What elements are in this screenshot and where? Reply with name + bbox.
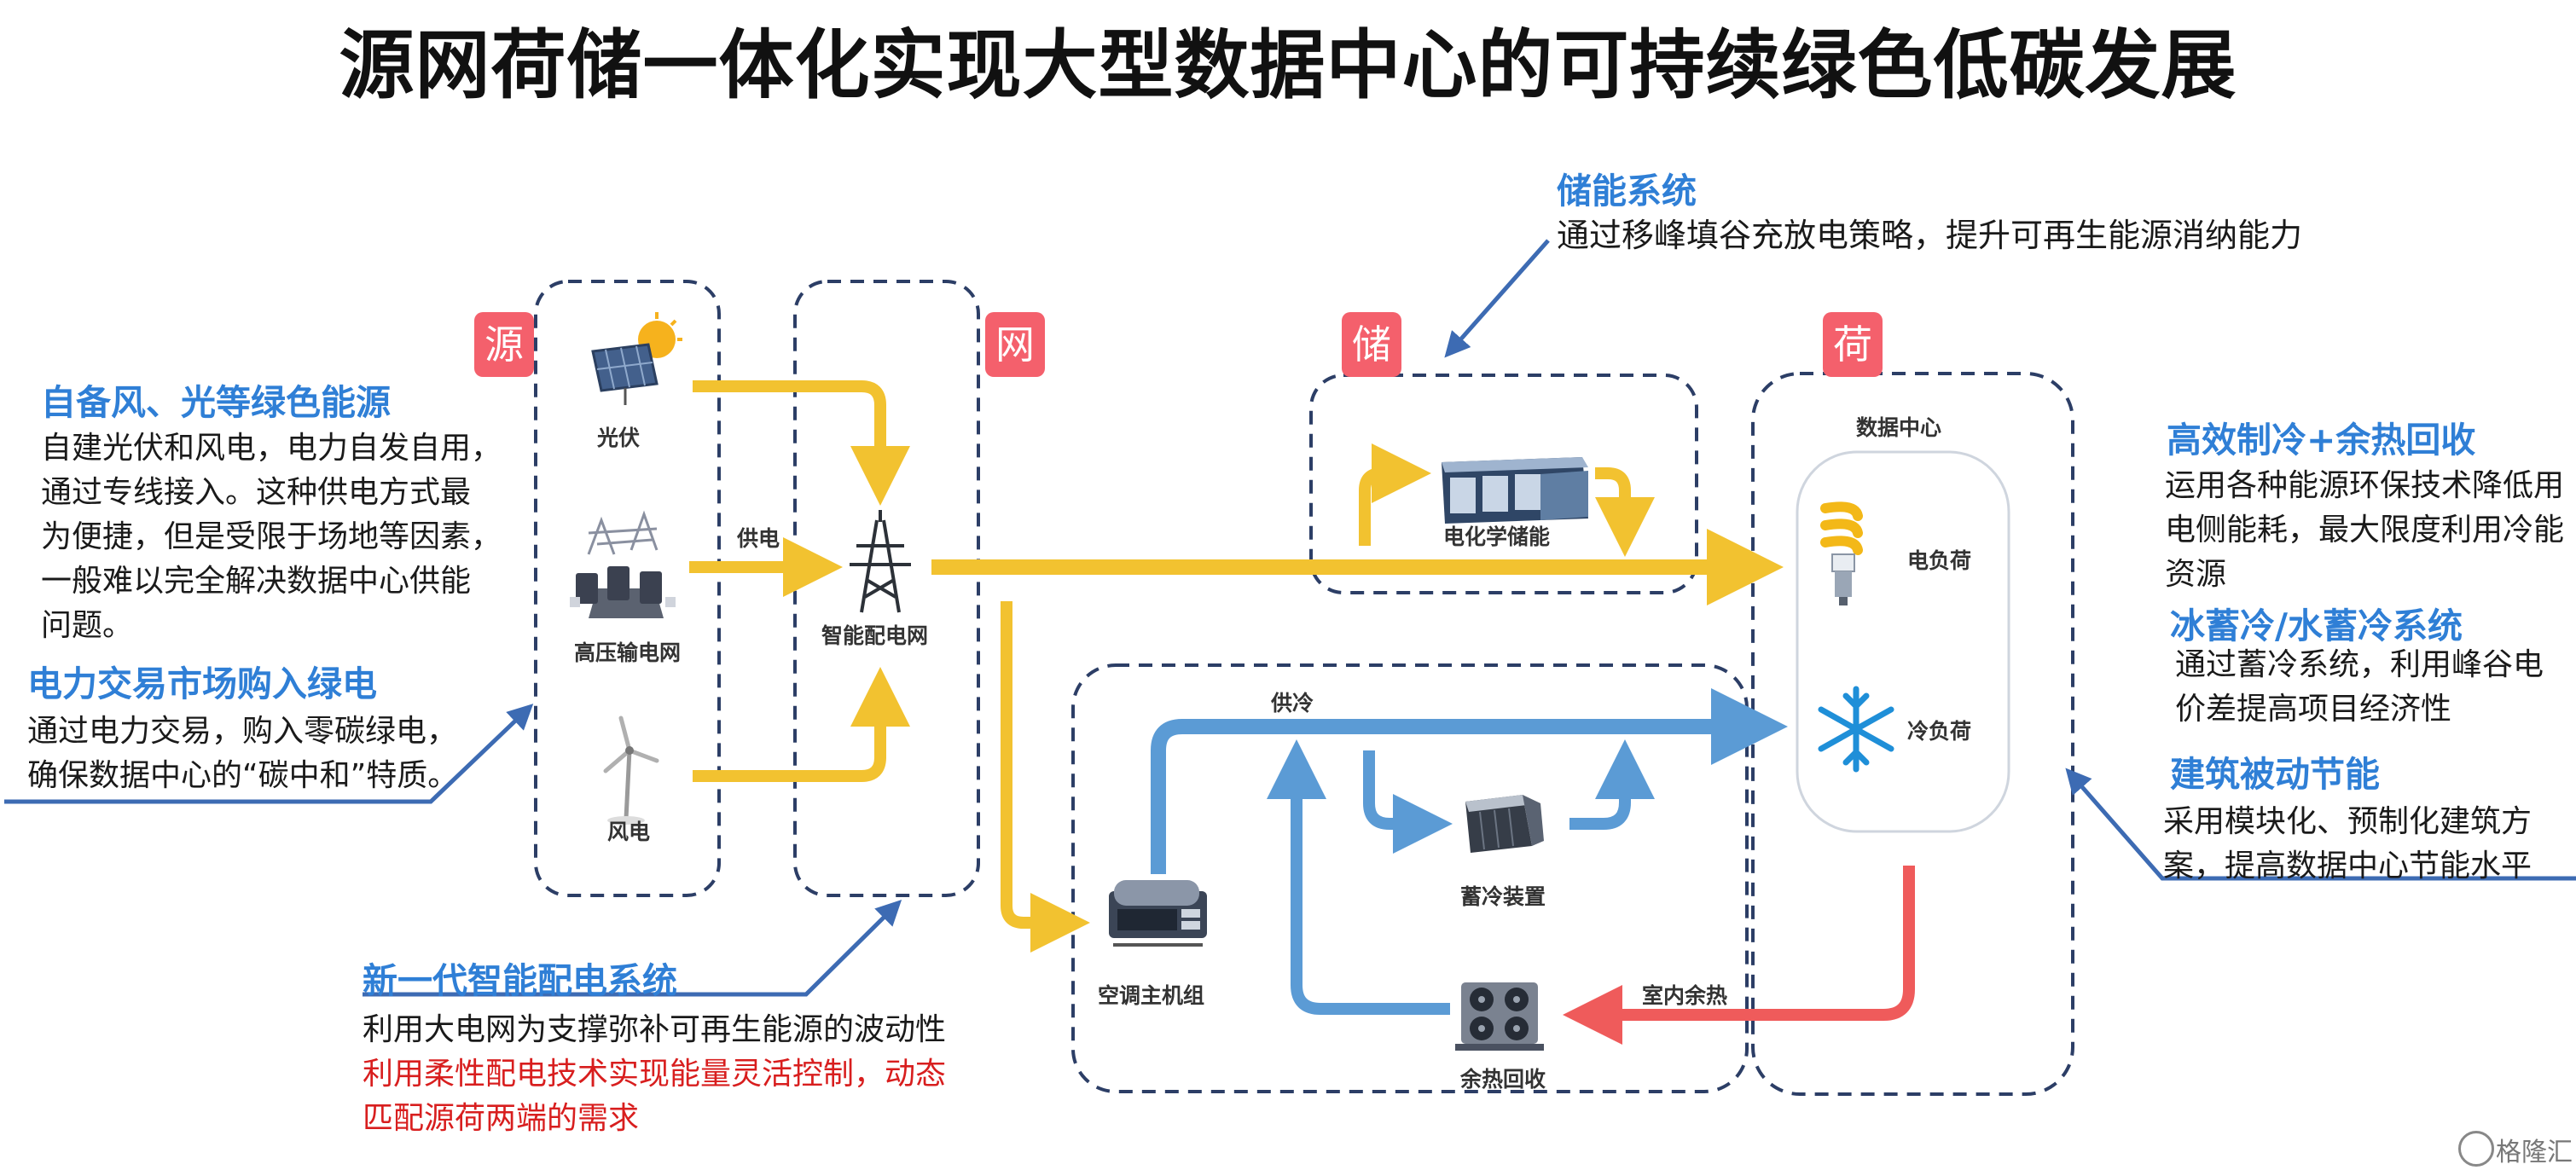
- smart-grid-label: 智能配电网: [821, 623, 929, 648]
- cooling-group-box: [1071, 663, 1749, 1093]
- market-heading: 电力交易市场购入绿电: [27, 663, 377, 704]
- wind-label: 风电: [607, 820, 651, 844]
- grid-group-box: [793, 280, 980, 897]
- supply-cold-label: 供冷: [1271, 691, 1314, 715]
- page-title: 源网荷储一体化实现大型数据中心的可持续绿色低碳发展: [339, 21, 2237, 109]
- snowflake-icon: [1818, 686, 1894, 773]
- tag-grid: 网: [985, 312, 1045, 377]
- cold-storage-label: 蓄冷装置: [1460, 884, 1546, 909]
- building-line-1: 采用模块化、预制化建筑方: [2163, 804, 2532, 839]
- cold-load-label: 冷负荷: [1907, 719, 1972, 744]
- cooling-heading: 高效制冷+余热回收: [2167, 420, 2476, 461]
- cold-storage-tank-icon: [1465, 795, 1544, 853]
- storage-group-box: [1309, 374, 1698, 594]
- self-green-line-5: 问题。: [41, 608, 134, 643]
- grid-heading: 新一代智能配电系统: [363, 960, 677, 1001]
- building-heading: 建筑被动节能: [2170, 754, 2380, 795]
- data-center-label: 数据中心: [1856, 415, 1942, 440]
- charge-flow: [1359, 443, 1431, 546]
- cooling-line-1: 运用各种能源环保技术降低用: [2165, 468, 2565, 503]
- hv-grid-label: 高压输电网: [574, 640, 682, 665]
- right-pointer: [2065, 768, 2576, 881]
- storage-heading: 储能系统: [1557, 171, 1697, 211]
- storage-pointer: [1444, 239, 1550, 358]
- transmission-tower-icon: [850, 510, 911, 613]
- battery-container-icon: [1442, 457, 1588, 524]
- heat-recovery-label: 余热回收: [1460, 1067, 1546, 1092]
- elec-load-label: 电负荷: [1907, 548, 1972, 573]
- grid-line-1: 利用大电网为支撑弥补可再生能源的波动性: [363, 1012, 947, 1047]
- cooling-line-3: 资源: [2165, 557, 2227, 592]
- market-line-2: 确保数据中心的“碳中和”特质。: [27, 758, 459, 793]
- solar-panel-icon: [591, 312, 682, 405]
- source-group-box: [534, 280, 721, 897]
- self-green-line-1: 自建光伏和风电，电力自发自用，: [41, 431, 502, 466]
- self-green-line-4: 一般难以完全解决数据中心供能: [41, 564, 472, 599]
- chiller-label: 空调主机组: [1098, 983, 1205, 1008]
- return-to-chiller-flow: [1267, 739, 1450, 1015]
- indoor-heat-flow: [1563, 866, 1915, 1045]
- self-green-line-2: 通过专线接入。这种供电方式最: [41, 475, 472, 510]
- electrochem-label: 电化学储能: [1443, 524, 1551, 549]
- watermark-logo-icon: [2458, 1131, 2494, 1167]
- heat-recovery-unit-icon: [1455, 982, 1544, 1051]
- tag-source: 源: [474, 312, 534, 377]
- grid-line-2: 利用柔性配电技术实现能量灵活控制，动态: [363, 1057, 947, 1092]
- self-green-heading: 自备风、光等绿色能源: [41, 382, 391, 423]
- storage-line: 通过移峰填谷充放电策略，提升可再生能源消纳能力: [1557, 217, 2303, 254]
- from-cold-storage-flow: [1569, 739, 1655, 830]
- discharge-flow: [1595, 467, 1655, 557]
- grid-line-3: 匹配源荷两端的需求: [363, 1101, 640, 1136]
- tag-load: 荷: [1823, 312, 1883, 377]
- tag-storage: 储: [1342, 312, 1401, 377]
- light-bulb-icon: [1820, 501, 1863, 605]
- supply-cold-flow: [1151, 688, 1788, 874]
- to-cold-storage-flow: [1363, 750, 1453, 854]
- indoor-heat-label: 室内余热: [1642, 983, 1728, 1008]
- ice-line-1: 通过蓄冷系统，利用峰谷电: [2175, 647, 2544, 682]
- cooling-line-2: 电侧能耗，最大限度利用冷能: [2165, 513, 2565, 547]
- grid-pointer: [363, 899, 902, 997]
- wind-turbine-icon: [603, 715, 659, 825]
- watermark-text: 格隆汇: [2496, 1138, 2573, 1167]
- hv-substation-icon: [570, 510, 676, 618]
- self-green-line-3: 为便捷，但是受限于场地等因素，: [41, 519, 502, 554]
- to-chiller-flow: [1001, 601, 1090, 953]
- ice-line-2: 价差提高项目经济性: [2175, 692, 2452, 727]
- solar-flow: [693, 380, 910, 506]
- ice-heading: 冰蓄冷/水蓄冷系统: [2170, 605, 2463, 646]
- wind-flow: [693, 667, 910, 782]
- building-line-2: 案，提高数据中心节能水平: [2163, 849, 2532, 883]
- supply-power-label: 供电: [737, 526, 780, 551]
- left-pointer: [4, 704, 534, 804]
- market-line-1: 通过电力交易，购入零碳绿电，: [27, 714, 458, 749]
- chiller-unit-icon: [1109, 880, 1207, 947]
- solar-label: 光伏: [597, 426, 641, 450]
